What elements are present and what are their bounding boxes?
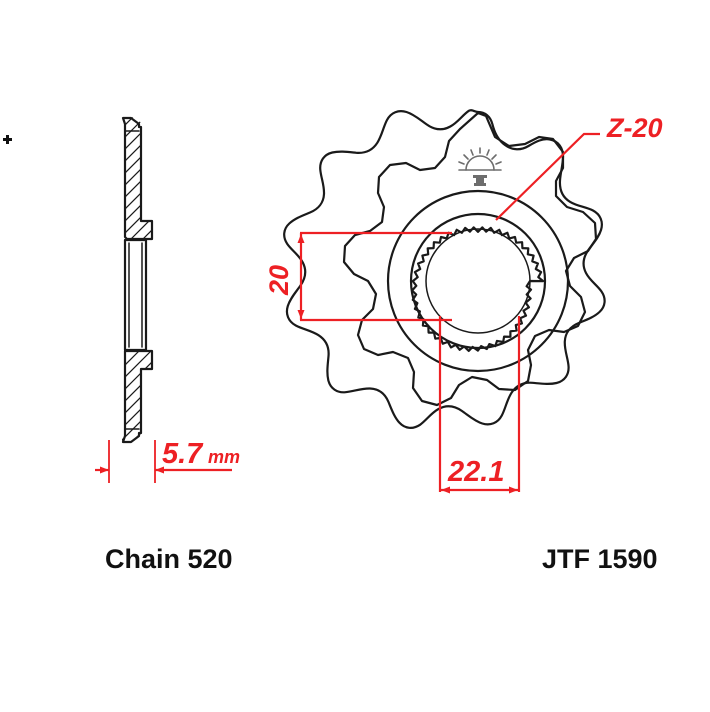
hub-inner-circle <box>409 212 547 350</box>
chain-caption: Chain 520 <box>105 544 233 574</box>
hub-dimension-label: 22.1 <box>447 456 504 488</box>
spline-root-circle <box>425 228 531 334</box>
cross-section-side-view <box>121 116 154 444</box>
sprocket-front-view <box>283 109 606 429</box>
registration-mark <box>3 135 12 144</box>
thickness-dimension-5-7mm: 5.7 mm <box>95 438 240 483</box>
thickness-unit-label: mm <box>208 447 240 467</box>
sunrise-logo <box>458 147 502 186</box>
bore-dimension-20: 20 <box>264 231 452 322</box>
spline-callout-z20: Z-20 <box>495 113 663 221</box>
part-number-caption: JTF 1590 <box>542 544 658 574</box>
bore-dimension-label: 20 <box>264 265 294 296</box>
spline-callout-label: Z-20 <box>606 113 663 143</box>
hub-outer-circle <box>386 189 570 373</box>
thickness-value-label: 5.7 <box>162 438 204 470</box>
hub-dimension-22-1: 22.1 <box>438 316 521 494</box>
spline-teeth-group <box>411 226 545 352</box>
